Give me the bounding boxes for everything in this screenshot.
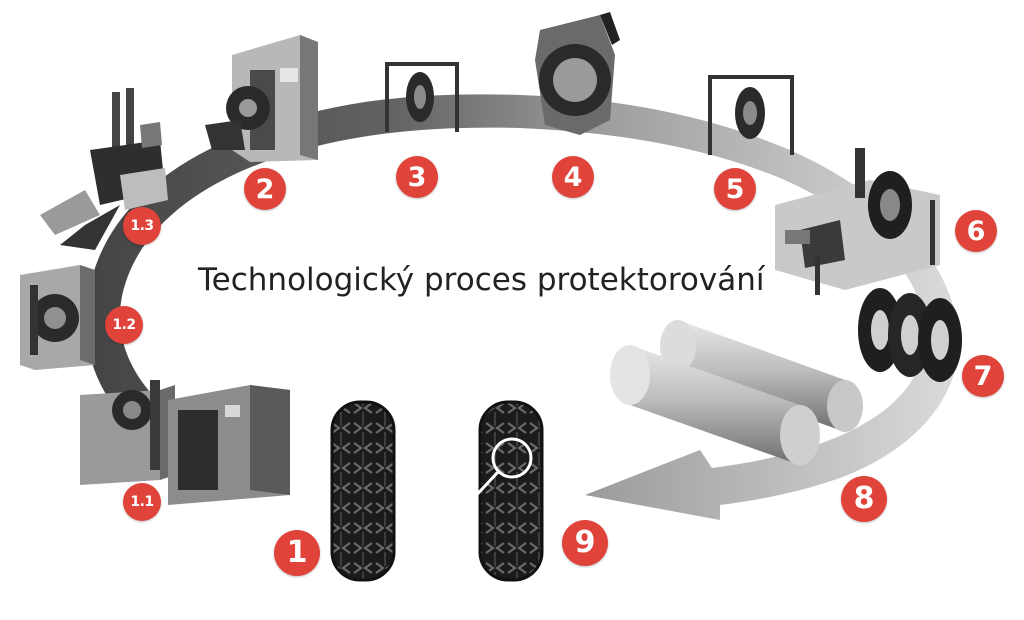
machine-6 [775, 148, 940, 295]
step-badge-9: 9 [562, 520, 608, 566]
step-badge-1: 1 [274, 530, 320, 576]
step-badge-1-1: 1.1 [123, 483, 161, 521]
machine-3 [385, 62, 459, 132]
machine-5 [708, 75, 794, 155]
diagram-title: Technologický proces protektorování [198, 262, 765, 298]
step-badge-3: 3 [396, 156, 438, 198]
machine-1-1 [80, 380, 290, 505]
tyre-stack-7 [858, 288, 962, 382]
step-badge-1-2: 1.2 [105, 306, 143, 344]
magnifier-icon [491, 437, 533, 479]
machine-1-2 [20, 265, 95, 370]
tyre-1 [330, 400, 396, 582]
step-badge-1-3: 1.3 [123, 207, 161, 245]
step-badge-8: 8 [841, 476, 887, 522]
machine-1-3 [40, 88, 168, 235]
step-badge-7: 7 [962, 355, 1004, 397]
tyre-9 [468, 400, 544, 582]
step-badge-4: 4 [552, 156, 594, 198]
autoclave-8 [610, 320, 863, 465]
step-badge-6: 6 [955, 210, 997, 252]
process-arrow [60, 94, 959, 520]
step-badge-5: 5 [714, 168, 756, 210]
machine-4 [535, 12, 620, 135]
step-badge-2: 2 [244, 168, 286, 210]
machine-2 [205, 35, 318, 162]
